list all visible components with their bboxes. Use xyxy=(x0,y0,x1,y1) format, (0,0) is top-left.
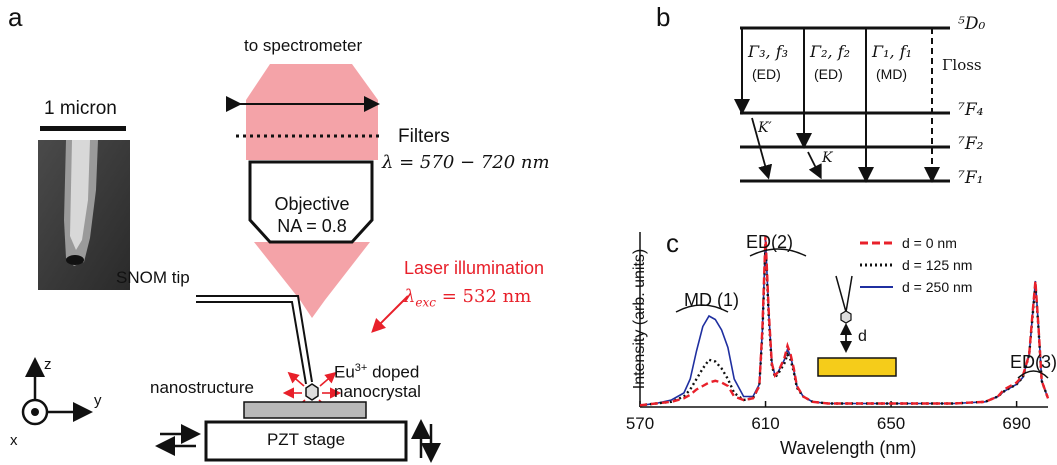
series-line-d-0-nm xyxy=(639,235,1050,407)
eu-label-1: Eu3+ doped xyxy=(334,362,419,383)
eu-sup: 3+ xyxy=(354,362,368,374)
legend-label-d0: d = 0 nm xyxy=(902,235,957,251)
laser-label: Laser illumination xyxy=(404,258,545,278)
snom-tip xyxy=(196,295,313,385)
nanocrystal xyxy=(305,383,319,401)
peak-md-label: MD (1) xyxy=(684,290,739,310)
x-tick-label-650: 650 xyxy=(876,414,906,433)
laser-lambda-symbol: λ xyxy=(404,286,416,307)
x-tick-label-570: 570 xyxy=(625,414,655,433)
axis-y-label: y xyxy=(94,392,102,409)
pzt-stage-label: PZT stage xyxy=(266,430,346,449)
k-label: K xyxy=(822,150,833,166)
inset-sketch xyxy=(817,275,897,377)
nanostructure-label: nanostructure xyxy=(150,378,254,397)
to-spectrometer-label: to spectrometer xyxy=(244,36,363,55)
level-5d0: ⁵D₀ xyxy=(958,14,986,34)
level-7f4: ⁷F₄ xyxy=(958,100,984,120)
series-line-d-125-nm xyxy=(639,244,1050,407)
snom-tip-label: SNOM tip xyxy=(116,268,190,287)
x-tick-label-690: 690 xyxy=(1002,414,1031,433)
transition-2-type: (ED) xyxy=(814,66,843,82)
axis-z-label: z xyxy=(44,356,52,373)
panel-label-c: c xyxy=(666,228,679,258)
level-7f2: ⁷F₂ xyxy=(958,134,984,154)
nanostructure-plate xyxy=(243,401,367,419)
legend xyxy=(860,241,893,288)
filter-range-label: λ = 570 − 720 nm xyxy=(382,152,550,173)
level-7f1: ⁷F₁ xyxy=(958,168,984,188)
spectrum-chart xyxy=(639,232,1050,408)
laser-arrow xyxy=(371,295,409,333)
objective-body xyxy=(248,160,374,244)
peak-brackets xyxy=(675,248,1049,379)
scale-bar-label: 1 micron xyxy=(44,98,117,119)
scale-bar xyxy=(40,126,126,131)
transition-1-type: (MD) xyxy=(876,66,908,82)
legend-label-d250: d = 250 nm xyxy=(902,279,973,295)
gamma-loss-label: Γloss xyxy=(942,56,982,74)
axis-x-label: x xyxy=(10,432,18,449)
panel-label-b: b xyxy=(656,2,671,32)
peak-ed2-label: ED(2) xyxy=(746,232,794,252)
coordinate-axes xyxy=(21,357,93,426)
legend-label-d125: d = 125 nm xyxy=(902,257,973,273)
stage-vertical-arrows xyxy=(411,419,441,463)
transition-2-label: Γ₂, f₂ xyxy=(810,42,851,61)
eu-label-2: nanocrystal xyxy=(334,382,421,401)
inset-d-label: d xyxy=(858,328,867,345)
laser-lambda-sub: exc xyxy=(415,295,437,310)
y-axis-label: Intensity (arb. units) xyxy=(631,248,648,390)
inset-gold-film xyxy=(817,357,897,377)
x-tick-label-610: 610 xyxy=(751,414,780,433)
panel-label-a: a xyxy=(8,2,23,32)
laser-lambda-label: λexc = 532 nm xyxy=(404,286,531,310)
energy-diagram xyxy=(734,26,950,183)
objective-label-1: Objective xyxy=(274,194,350,214)
eu-suffix: doped xyxy=(367,362,420,382)
filters-label: Filters xyxy=(398,126,450,147)
transition-1-label: Γ₁, f₁ xyxy=(872,42,913,61)
eu-prefix: Eu xyxy=(334,362,355,382)
k-prime-label: K′ xyxy=(758,120,772,136)
laser-lambda-value: = 532 nm xyxy=(436,286,532,307)
stage-horizontal-arrows xyxy=(155,424,201,456)
sem-image xyxy=(38,140,130,290)
pzt-stage xyxy=(204,420,408,462)
transition-3-label: Γ₃, f₃ xyxy=(748,42,789,61)
peak-ed3-label: ED(3) xyxy=(1010,352,1057,372)
transition-3-type: (ED) xyxy=(752,66,781,82)
objective-label-2: NA = 0.8 xyxy=(277,216,347,236)
x-axis-label: Wavelength (nm) xyxy=(780,438,917,458)
